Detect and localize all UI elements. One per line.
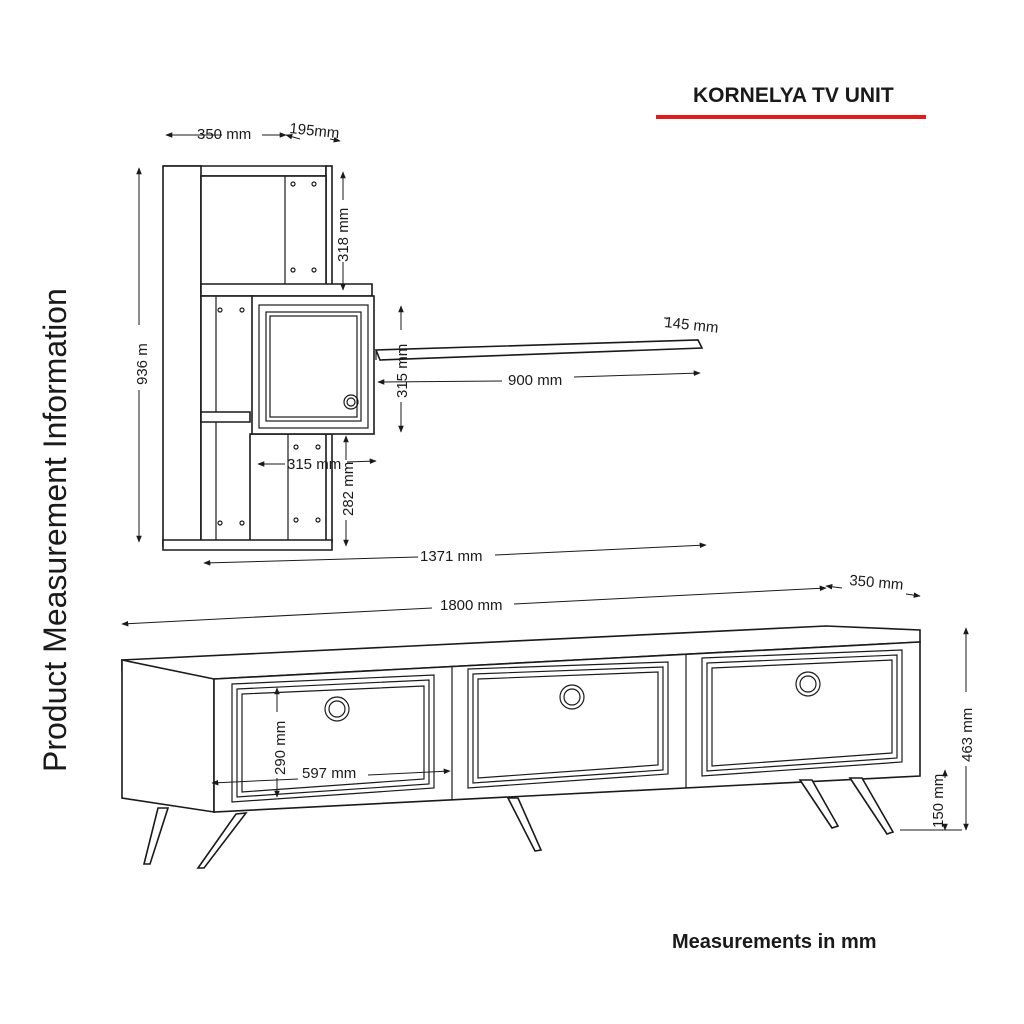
dim-total-height: 936 m (134, 343, 151, 385)
measurements-note: Measurements in mm (672, 931, 877, 953)
dim-tv-stand-width: 1800 mm (440, 597, 503, 614)
dim-drawer-height: 290 mm (272, 721, 289, 775)
side-title: Product Measurement Information (37, 288, 73, 772)
dim-top-compartment-height: 318 mm (335, 208, 352, 262)
drawer-middle (467, 661, 669, 789)
tv-stand-dimensions: 1800 mm 350 mm 463 mm 150 mm 290 mm 597 … (121, 572, 976, 831)
dim-drawer-width: 597 mm (302, 765, 356, 782)
dim-tv-stand-depth: 350 mm (849, 572, 904, 594)
dim-leg-height: 150 mm (930, 774, 947, 828)
dim-tv-stand-height: 463 mm (959, 708, 976, 762)
floating-shelf (374, 339, 704, 361)
dim-wall-unit-width: 1371 mm (420, 548, 483, 565)
wall-unit-bookcase (162, 165, 375, 551)
dim-shelf-length: 900 mm (508, 372, 562, 389)
product-title: KORNELYA TV UNIT (693, 84, 894, 107)
dim-bookcase-depth: 195mm (289, 120, 341, 142)
dim-door-width: 315 mm (287, 456, 341, 473)
drawer-left (231, 674, 435, 803)
dim-shelf-depth: 145 mm (664, 314, 720, 337)
dim-door-height: 315 mm (394, 344, 411, 398)
tv-stand (121, 625, 921, 869)
wall-unit-dimensions: 350 mm 195mm 936 m 318 mm 145 mm 315 mm … (134, 120, 720, 566)
dim-bottom-compartment-height: 282 mm (340, 462, 357, 516)
drawer-right (701, 649, 903, 777)
dim-bookcase-width: 350 mm (197, 126, 251, 143)
